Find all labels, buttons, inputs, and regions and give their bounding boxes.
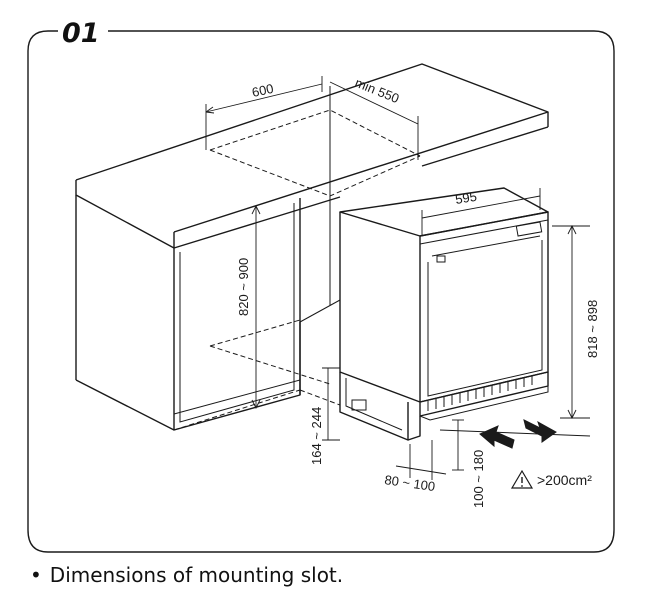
dim-plinth-setback: 80 ~ 100 <box>384 472 437 494</box>
recess-outline <box>173 109 421 431</box>
step-number: 01 <box>62 18 100 49</box>
airflow-out-arrow-icon <box>523 419 557 443</box>
figure-caption: • Dimensions of mounting slot. <box>30 563 343 587</box>
dim-cabinet-height: 820 ~ 900 <box>236 258 251 316</box>
caption-bullet: • <box>30 563 42 587</box>
dim-cabinet-width: 600 <box>251 81 275 100</box>
diagram-frame <box>27 30 615 553</box>
airflow-in-arrow-icon <box>479 425 515 449</box>
dimension-lines <box>205 76 591 480</box>
refrigerator-appliance <box>339 187 549 441</box>
dim-plinth-height: 164 ~ 244 <box>309 407 324 465</box>
dim-appliance-width: 595 <box>454 189 478 207</box>
caption-text: Dimensions of mounting slot. <box>49 563 344 587</box>
dim-vent-height: 100 ~ 180 <box>471 450 486 508</box>
kitchen-cabinet <box>75 63 549 431</box>
dim-appliance-height: 818 ~ 898 <box>585 300 600 358</box>
ventilation-area-label: >200cm² <box>537 472 592 488</box>
warning-triangle-icon <box>510 469 534 489</box>
